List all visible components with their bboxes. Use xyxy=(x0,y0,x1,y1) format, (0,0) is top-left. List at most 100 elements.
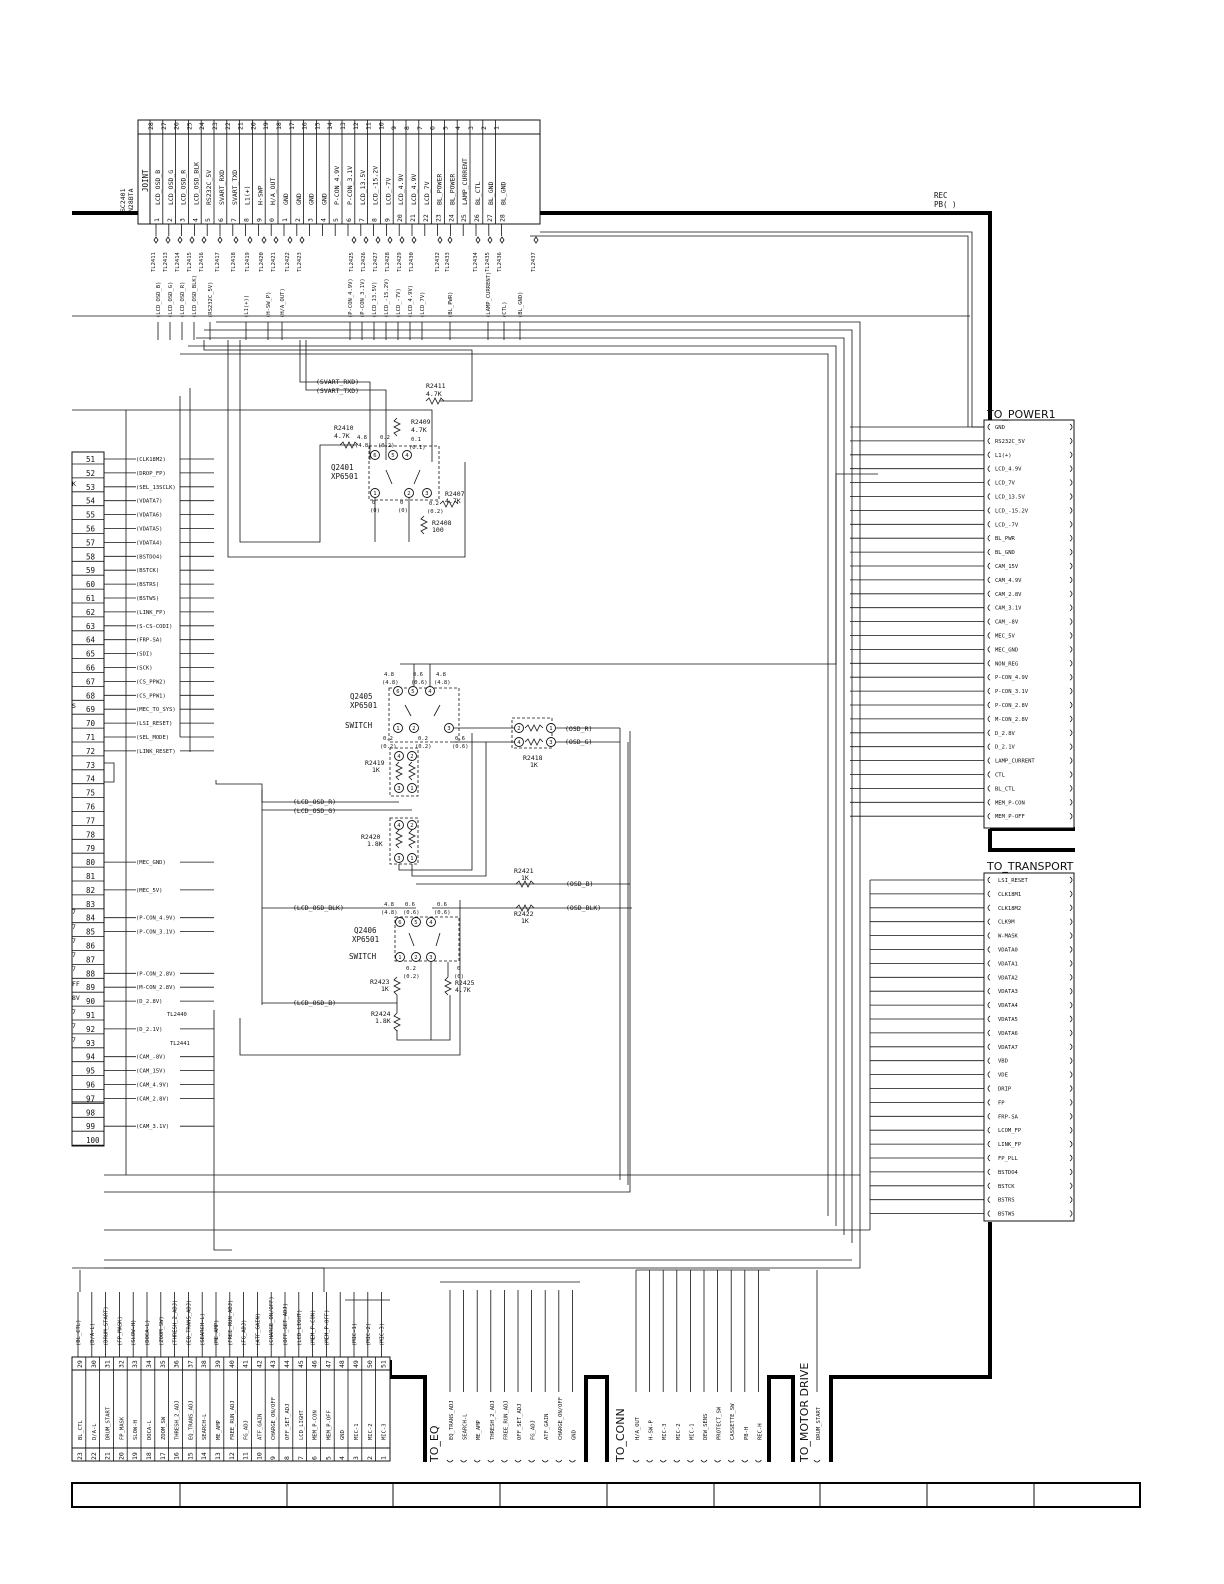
r2420-pin xyxy=(407,853,417,863)
to-power-pin: BL_CTL xyxy=(995,786,1016,792)
bottom-net-label: (OFF_SET_ADJ) xyxy=(283,1303,289,1346)
wire xyxy=(435,932,441,947)
transport-pin-mark xyxy=(987,1140,991,1148)
q2401-volt: 0.2 xyxy=(429,501,439,507)
q2401-volt: 0.1 xyxy=(411,437,421,443)
bottom-net-label: (DRUM_START) xyxy=(104,1306,110,1346)
to-power-pin: D_2.8V xyxy=(995,731,1016,737)
r2420-val: 1.8K xyxy=(367,840,383,848)
power-pin-mark xyxy=(1069,646,1073,653)
left-connector-net: (CAM_-8V) xyxy=(136,1055,166,1061)
bottom-net-label: (MIC-1) xyxy=(352,1323,358,1346)
power-pin-mark xyxy=(1069,687,1073,695)
conn-pin-mark xyxy=(700,1459,708,1463)
left-connector-net: (BSTWS) xyxy=(136,596,159,602)
r2422-ref: R2422 xyxy=(514,910,534,918)
left-connector-pin: 96 xyxy=(86,1081,96,1090)
wire xyxy=(408,932,415,947)
to-power-pin: LCD_4.9V xyxy=(995,467,1022,473)
left-fragment: K xyxy=(72,480,76,488)
joint-pin-label: GND xyxy=(282,193,290,205)
r2418-pin xyxy=(546,723,556,733)
to-transport-pin: LCOM_FP xyxy=(998,1128,1022,1134)
left-connector-pin: 100 xyxy=(86,1136,100,1145)
to-power-pin: MEC_5V xyxy=(995,634,1016,640)
joint-top-pin-number: 17 xyxy=(288,122,296,130)
q2406-pin xyxy=(395,917,405,927)
bottom-pin-index: 3 xyxy=(352,1456,360,1460)
power-pin-mark xyxy=(1069,632,1073,639)
r2410-val: 4.7K xyxy=(334,432,350,440)
bottom-pin-label: FREE_RUN_ADJ xyxy=(230,1400,236,1440)
bottom-net-label: (MEM_P-OFF) xyxy=(324,1310,330,1346)
power-pin-mark xyxy=(1069,812,1073,820)
transistor-pin-number: 2 xyxy=(412,726,415,732)
left-connector-net: (SEL_MODE) xyxy=(136,735,169,741)
joint-top-pin-number: 6 xyxy=(429,126,437,130)
joint-net-label: (H-SW_P) xyxy=(266,292,272,319)
transistor-pin-number: 4 xyxy=(397,823,401,829)
q2405-pin xyxy=(425,686,435,696)
transistor-pin-number: 3 xyxy=(429,955,432,961)
left-connector-pin: 97 xyxy=(86,1094,95,1103)
to-power-pin: LAMP_CURRENT xyxy=(995,759,1035,765)
q2405-volt: 0.6 xyxy=(455,736,465,742)
to-transport-pin: VDATA6 xyxy=(998,1031,1018,1037)
bottom-pin-index: 12 xyxy=(228,1452,236,1460)
q2405-volt: (0.6) xyxy=(411,680,428,686)
power-pin-mark xyxy=(987,618,991,625)
left-connector-pin: 56 xyxy=(86,525,96,534)
bottom-pin-index: 8 xyxy=(283,1456,291,1460)
q2405-volt: 0.2 xyxy=(383,736,393,742)
power-pin-mark xyxy=(987,715,991,723)
to-motor-pin: DRUM_START xyxy=(816,1406,822,1440)
conn-pin-mark xyxy=(673,1459,681,1463)
transport-pin-mark xyxy=(987,932,991,939)
transistor-pin-number: 1 xyxy=(396,726,399,732)
q2401-ref: Q2401 xyxy=(331,463,354,472)
q2405-volt: (0.2) xyxy=(380,744,397,750)
joint-pin-label: LCD_OSD_G xyxy=(167,170,175,205)
joint-top-pin-number: 7 xyxy=(416,126,424,130)
power-pin-mark xyxy=(987,451,991,459)
to-power-pin: D_2.1V xyxy=(995,745,1016,751)
joint-pin-index: 23 xyxy=(435,214,443,222)
r2418-resistor xyxy=(524,738,544,746)
left-connector-net: (MEC_GND) xyxy=(136,860,166,866)
to-power-pin: BL_PWR xyxy=(995,536,1016,542)
wire xyxy=(398,733,473,871)
bottom-pin-index: 14 xyxy=(200,1452,208,1460)
conn-pin-mark xyxy=(714,1459,721,1463)
joint-pin-index: 7 xyxy=(230,218,238,222)
to-eq-pin: ME_AMP xyxy=(476,1419,482,1440)
bottom-pin-number: 35 xyxy=(159,1360,167,1368)
left-connector-net: (MEC_TO_SYS) xyxy=(136,707,176,713)
left-connector-pin: 85 xyxy=(86,928,95,937)
r2411-resistor xyxy=(425,397,445,405)
joint-top-pin-number: 21 xyxy=(237,122,245,130)
q2405-part: XP6501 xyxy=(350,701,377,710)
wire xyxy=(433,704,441,717)
left-connector-pin: 98 xyxy=(86,1108,96,1117)
left-connector-net: (S-CS-CODI) xyxy=(136,624,172,630)
power-pin-mark xyxy=(987,673,991,681)
bottom-pin-number: 29 xyxy=(76,1360,84,1368)
left-connector-pin: 99 xyxy=(86,1122,95,1131)
joint-top-pin-number: 25 xyxy=(185,122,193,130)
testpoint-marker xyxy=(499,236,505,244)
eq-pin-mark xyxy=(487,1459,495,1463)
bottom-pin-index: 7 xyxy=(297,1456,305,1460)
left-connector-net: (LINK_FP) xyxy=(136,610,166,616)
q2401-part: XP6501 xyxy=(331,472,358,481)
r2425-val: 4.7K xyxy=(455,986,471,994)
joint-pin-label: SVART_RXD xyxy=(218,170,226,205)
bottom-net-label: (MIC-3) xyxy=(380,1323,386,1346)
joint-top-pin-number: 16 xyxy=(301,122,309,130)
wire xyxy=(385,469,393,485)
left-connector-pin: 95 xyxy=(86,1067,95,1076)
joint-pin-index: 25 xyxy=(460,214,468,222)
tl2441-label: TL2441 xyxy=(170,1041,190,1047)
to-transport-pin: BSTCK xyxy=(998,1184,1015,1190)
to-transport-pin: VDE xyxy=(998,1073,1008,1079)
left-fragment: 7 xyxy=(72,965,76,973)
